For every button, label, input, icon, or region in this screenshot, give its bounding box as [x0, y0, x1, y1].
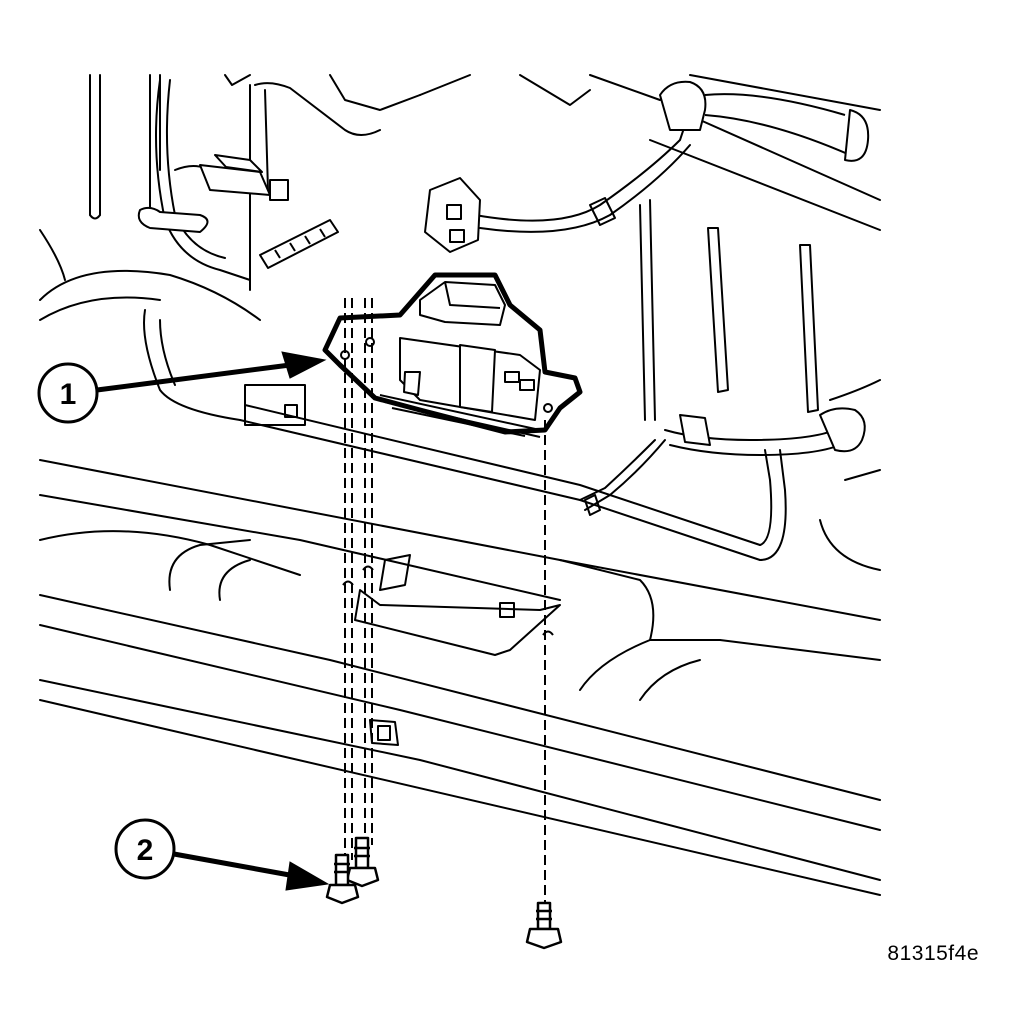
callout-2-number: 2	[137, 834, 154, 867]
figure-id-label: 81315f4e	[887, 942, 979, 965]
mounting-screws	[325, 836, 563, 950]
callout-2: 2	[114, 818, 330, 891]
screw-left-front	[325, 853, 360, 905]
callout-1-leader	[96, 362, 291, 393]
callout-1: 1	[37, 351, 327, 424]
callout-2-arrowhead	[285, 861, 330, 891]
callout-1-arrowhead	[281, 351, 327, 379]
callout-1-circle	[37, 362, 99, 424]
electrical-connectors	[137, 80, 870, 453]
license-lamp-housing	[322, 272, 583, 438]
screw-right	[525, 901, 563, 950]
callout-1-number: 1	[60, 378, 77, 411]
callout-2-circle	[114, 818, 176, 880]
screw-left-rear	[345, 836, 380, 888]
screw-alignment-lines	[342, 298, 554, 905]
callout-2-leader	[173, 851, 296, 879]
vehicle-body-linework	[39, 74, 881, 896]
